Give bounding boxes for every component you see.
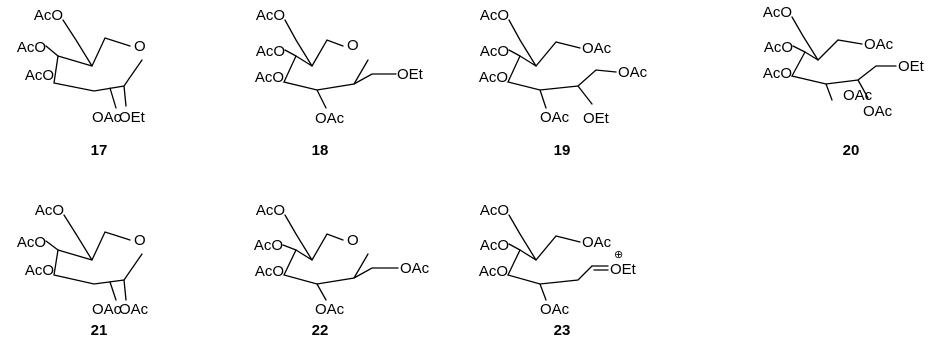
ring-oxygen: O [134,38,146,55]
positive-charge-icon: ⊕ [614,249,623,261]
c2-substituent: OAc [540,301,570,318]
ring-oxygen: O [347,232,359,249]
compound-number: 22 [312,322,329,339]
c6-substituent: AcO [35,202,64,219]
compound-number: 18 [312,142,329,159]
c2-substituent: OAc [92,109,122,126]
compound-number: 21 [91,322,108,339]
c1-substituent: OAc [119,301,149,318]
compound-19: AcO AcO AcO OAc OAc OAc OEt 19 [479,7,648,159]
c3-substituent: AcO [255,69,284,86]
c1-substituent: OEt [119,109,146,126]
c2-substituent: OAc [92,301,122,318]
c1-substituent-a: OEt [898,58,925,75]
c4-substituent: AcO [17,39,46,56]
c2-substituent: OAc [540,109,570,126]
c3-substituent: AcO [255,263,284,280]
c4-substituent: AcO [254,237,283,254]
c6-substituent: AcO [763,4,792,21]
ring-oxygen: O [347,37,359,54]
c1-substituent: OAc [400,260,430,277]
c3-substituent: AcO [763,65,792,82]
c5-substituent: OAc [582,234,612,251]
c1-substituent-b: OAc [863,103,893,120]
c6-substituent: AcO [256,202,285,219]
c3-substituent: AcO [479,69,508,86]
c3-substituent: AcO [479,263,508,280]
c4-substituent: AcO [480,237,509,254]
c6-substituent: AcO [34,7,63,24]
c2-substituent: OAc [315,110,345,127]
c4-substituent: AcO [17,234,46,251]
c1-substituent-b: OEt [583,110,610,127]
compound-number: 23 [554,322,571,339]
c4-substituent: AcO [480,43,509,60]
c6-substituent: AcO [256,7,285,24]
compound-number: 20 [843,142,860,159]
c2-substituent: OAc [315,301,345,318]
compound-20: AcO AcO AcO OAc OAc OEt OAc 20 [763,4,925,159]
c6-substituent: AcO [480,7,509,24]
compound-23: AcO AcO AcO OAc OAc OEt ⊕ 23 [479,202,637,339]
ring-oxygen: O [134,232,146,249]
compound-number: 19 [554,142,571,159]
compound-number: 17 [91,142,108,159]
compound-18: AcO AcO AcO O OAc OEt 18 [255,7,424,159]
c5-substituent: OAc [864,36,894,53]
c5-substituent: OAc [582,40,612,57]
c1-substituent: OEt [610,261,637,278]
compound-17: AcO AcO AcO O OAc OEt 17 [17,7,146,159]
c6-substituent: AcO [480,202,509,219]
c4-substituent: AcO [256,43,285,60]
compound-21: AcO AcO AcO O OAc OAc 21 [17,202,149,339]
c1-substituent-a: OAc [618,64,648,81]
c4-substituent: AcO [764,39,793,56]
c3-substituent: AcO [25,262,54,279]
c1-substituent: OEt [397,66,424,83]
c2-substituent: OAc [843,87,873,104]
compound-22: AcO AcO AcO O OAc OAc 22 [254,202,430,339]
c3-substituent: AcO [25,67,54,84]
